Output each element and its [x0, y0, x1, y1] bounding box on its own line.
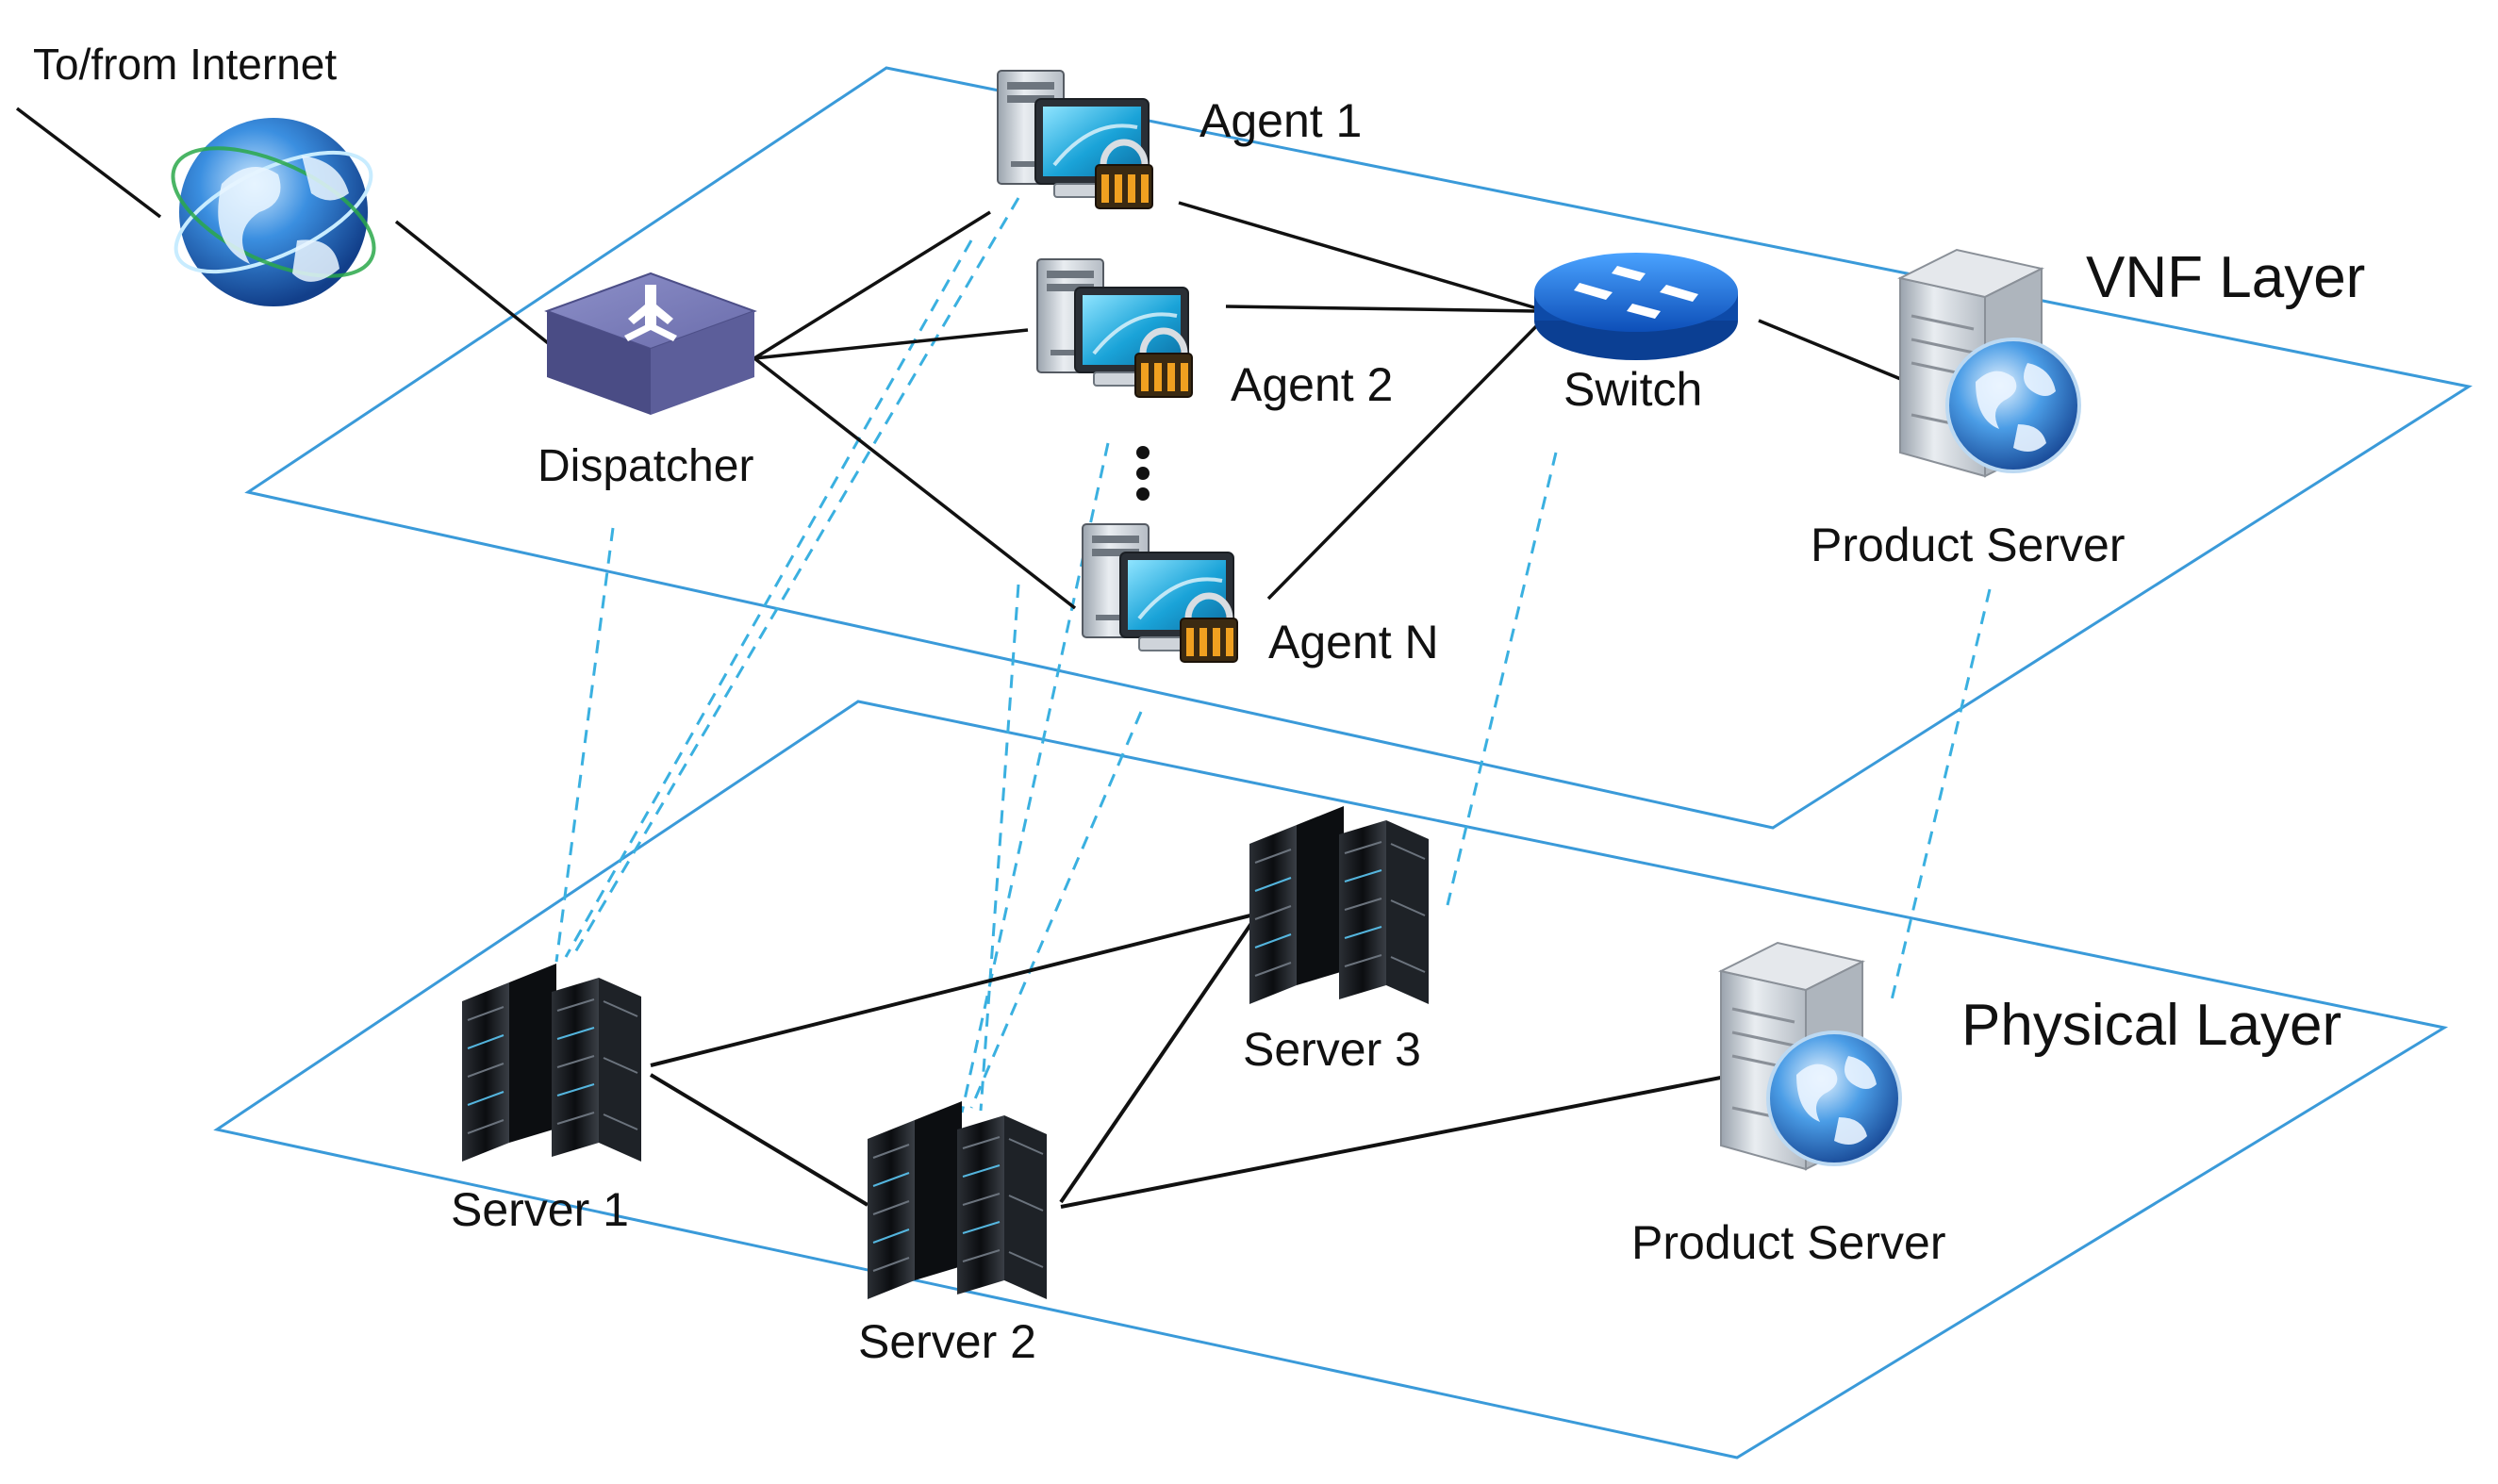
server1-icon [461, 963, 642, 1162]
mapping-dispatcher-server1 [554, 527, 615, 963]
dispatcher-icon [544, 272, 757, 415]
link-server2-productserver [1060, 1073, 1736, 1209]
physical-layer-label: Physical Layer [1961, 993, 2341, 1058]
physical-layer-plane [213, 700, 2449, 1459]
agentN-icon [1083, 524, 1237, 662]
mapping-switch-server3 [1446, 452, 1558, 906]
agentN-label: Agent N [1268, 616, 1439, 668]
agent2-icon [1037, 259, 1192, 397]
mapping-product-server [1889, 588, 1992, 1005]
vnf-layer-label: VNF Layer [2086, 245, 2365, 310]
ellipsis-dots-icon [1136, 446, 1150, 501]
mapping-agent1-server1 [564, 239, 973, 958]
link-agent2-switch [1225, 305, 1538, 313]
agent2-label: Agent 2 [1231, 358, 1393, 411]
internet-label: To/from Internet [33, 40, 337, 89]
link-dispatcher-agent1 [753, 210, 991, 360]
product-server-physical-label: Product Server [1631, 1216, 1945, 1269]
link-agentN-switch [1266, 314, 1548, 601]
dispatcher-label: Dispatcher [538, 441, 753, 491]
server3-label: Server 3 [1243, 1023, 1421, 1076]
switch-label: Switch [1563, 363, 1702, 416]
vnf-to-physical-mappings [554, 197, 1992, 1113]
globe-icon [171, 118, 376, 306]
link-server2-server3 [1059, 917, 1256, 1204]
link-switch-productserver [1758, 319, 1920, 388]
server3-icon [1249, 805, 1430, 1005]
link-internet-out [15, 107, 162, 219]
network-switch-icon [1534, 253, 1738, 360]
server1-label: Server 1 [451, 1183, 629, 1236]
mapping-agent1-server1-b [573, 197, 1020, 953]
product-server-physical-icon [1719, 941, 1902, 1171]
server2-icon [867, 1100, 1048, 1300]
product-server-vnf-label: Product Server [1811, 519, 2125, 571]
link-server1-server2 [649, 1073, 869, 1207]
server2-label: Server 2 [858, 1315, 1036, 1368]
link-agent1-switch [1178, 201, 1547, 313]
mapping-agent-server2-b [979, 584, 1020, 1112]
agent1-icon [998, 71, 1152, 208]
product-server-vnf-icon [1898, 248, 2081, 478]
link-server1-server3 [650, 913, 1255, 1067]
mapping-agentN-server2 [969, 711, 1143, 1109]
agent1-label: Agent 1 [1199, 94, 1362, 147]
link-dispatcher-agentN [753, 356, 1077, 610]
physical-links [649, 913, 1736, 1209]
link-dispatcher-agent2 [753, 328, 1029, 360]
